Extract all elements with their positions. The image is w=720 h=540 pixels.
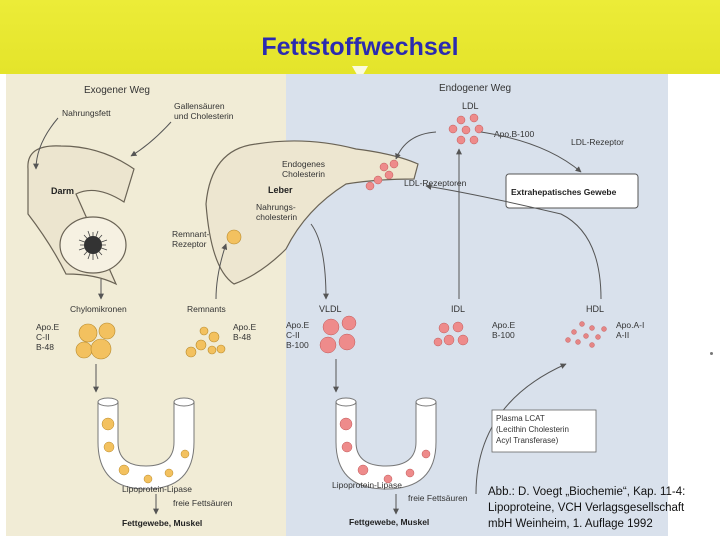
ldl-receptors-label: LDL-Rezeptoren (404, 178, 467, 188)
ffa-right-label: freie Fettsäuren (408, 493, 468, 503)
tissue-left-label: Fettgewebe, Muskel (122, 518, 202, 528)
caption-line-1: Abb.: D. Voegt „Biochemie“, Kap. 11-4: (488, 484, 716, 500)
remnant-receptor-label-2: Rezeptor (172, 239, 207, 249)
vldl-apo-label-1: Apo.E (286, 320, 309, 330)
caption-line-3: mbH Weinheim, 1. Auflage 1992 (488, 516, 716, 532)
tissue-right-label: Fettgewebe, Muskel (349, 517, 429, 527)
chylo-apo-label-2: C-II (36, 332, 50, 342)
apo-b100-label: Apo.B-100 (494, 129, 534, 139)
liver-label: Leber (268, 185, 293, 195)
hdl-apo-label-2: A-II (616, 330, 629, 340)
endogenous-title: Endogener Weg (439, 83, 511, 94)
lcat-label-2: (Lecithin Cholesterin (496, 425, 569, 434)
idl-label: IDL (451, 304, 465, 314)
bile-acids-label-1: Gallensäuren (174, 101, 225, 111)
ldl-receptor-label: LDL-Rezeptor (571, 137, 624, 147)
idl-apo-label-2: B-100 (492, 330, 515, 340)
lcat-label-1: Plasma LCAT (496, 414, 545, 423)
ffa-left-label: freie Fettsäuren (173, 498, 233, 508)
figure-caption: Abb.: D. Voegt „Biochemie“, Kap. 11-4: L… (488, 484, 716, 532)
dietary-chol-label-2: cholesterin (256, 212, 297, 222)
figure-right-margin (668, 74, 714, 536)
chylo-apo-label-3: B-48 (36, 342, 54, 352)
lipase-right-label: Lipoprotein-Lipase (332, 480, 402, 490)
vldl-apo-label-3: B-100 (286, 340, 309, 350)
lipid-metabolism-diagram: Exogener Weg Endogener Weg Darm Leber Na… (6, 74, 714, 536)
chylo-apo-label-1: Apo.E (36, 322, 59, 332)
remnant-apo-label-1: Apo.E (233, 322, 256, 332)
endogenous-chol-label-1: Endogenes (282, 159, 325, 169)
ldl-label: LDL (462, 101, 479, 111)
lipase-left-label: Lipoprotein-Lipase (122, 484, 192, 494)
dietary-chol-label-1: Nahrungs- (256, 202, 296, 212)
remnant-receptor-particle (227, 230, 241, 244)
caption-line-2: Lipoproteine, VCH Verlagsgesellschaft (488, 500, 716, 516)
bile-acids-label-2: und Cholesterin (174, 111, 234, 121)
hdl-apo-label-1: Apo.A-I (616, 320, 644, 330)
vldl-label: VLDL (319, 304, 342, 314)
slide-title: Fettstoffwechsel (0, 33, 720, 62)
remnants-label: Remnants (187, 304, 226, 314)
vldl-apo-label-2: C-II (286, 330, 300, 340)
exogenous-title: Exogener Weg (84, 85, 150, 96)
intestine-label: Darm (51, 186, 74, 196)
chylomicrons-label: Chylomikronen (70, 304, 127, 314)
endogenous-chol-label-2: Cholesterin (282, 169, 325, 179)
extrahepatic-label: Extrahepatisches Gewebe (511, 187, 617, 197)
lcat-label-3: Acyl Transferase) (496, 436, 559, 445)
side-dot (710, 352, 713, 355)
remnant-apo-label-2: B-48 (233, 332, 251, 342)
remnant-receptor-label-1: Remnant- (172, 229, 209, 239)
dietary-fat-label: Nahrungsfett (62, 108, 111, 118)
idl-apo-label-1: Apo.E (492, 320, 515, 330)
hdl-label: HDL (586, 304, 604, 314)
